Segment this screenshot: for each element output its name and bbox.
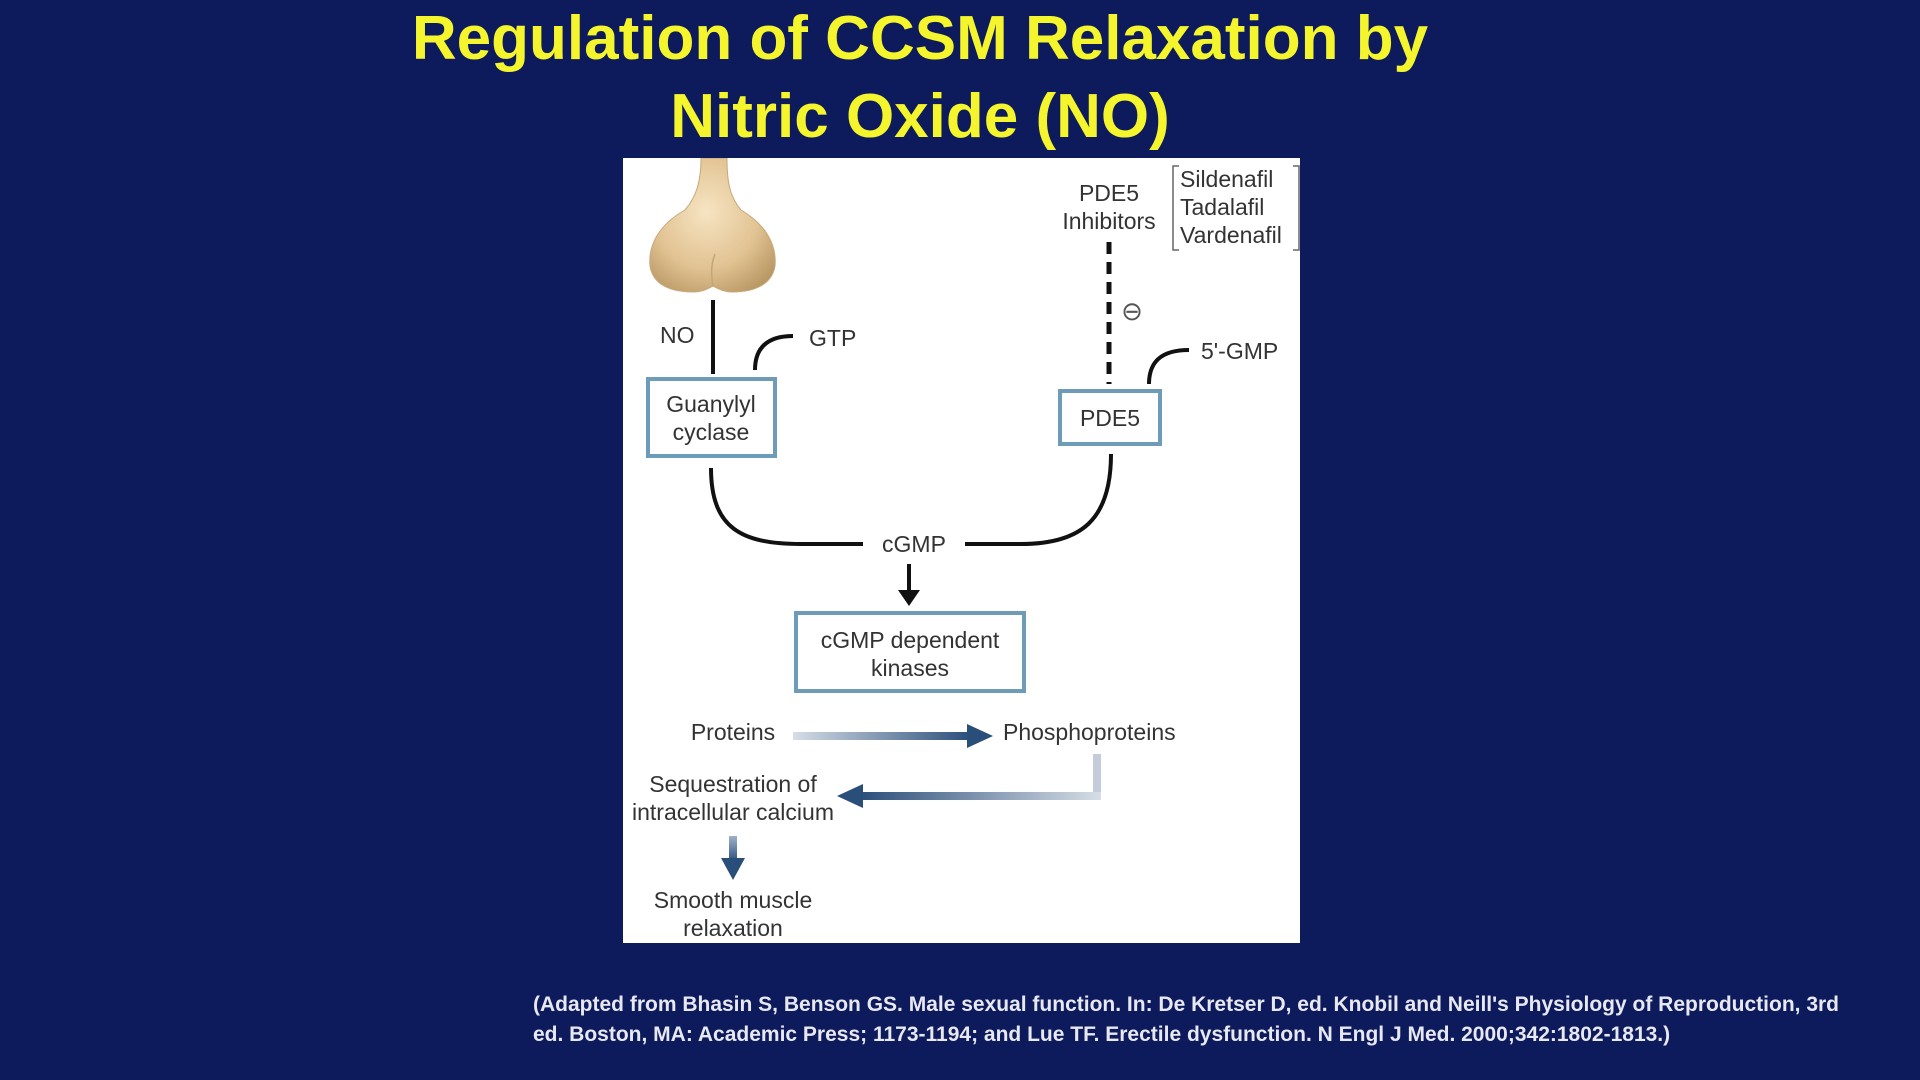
kinases-box xyxy=(794,611,1026,693)
sequestration-line1: Sequestration of xyxy=(649,771,817,797)
relaxation-arrow-shaft xyxy=(729,836,737,862)
gtp-label: GTP xyxy=(809,325,856,351)
cyclase-to-cgmp-line xyxy=(709,467,863,546)
drug-bracket-right xyxy=(1293,165,1300,251)
relaxation-line1: Smooth muscle xyxy=(654,887,813,913)
pde5-to-cgmp-line xyxy=(965,453,1113,546)
proteins-label: Proteins xyxy=(691,719,775,745)
relaxation-arrow-head xyxy=(721,858,745,880)
cgmp-label: cGMP xyxy=(882,531,946,557)
phospho-elbow-vertical xyxy=(1093,754,1101,800)
drug-sildenafil: Sildenafil xyxy=(1180,166,1273,192)
cgmp-down-arrow-head xyxy=(898,590,920,606)
pathway-figure: NO GTP Guanylyl cyclase PDE5 Inhibitors … xyxy=(623,158,1300,943)
title-line-1: Regulation of CCSM Relaxation by xyxy=(411,4,1429,73)
nerve-terminal-icon xyxy=(649,158,776,293)
proteins-arrow-head xyxy=(967,724,993,748)
sequestration-line2: intracellular calcium xyxy=(632,799,834,825)
pathway-diagram: NO GTP Guanylyl cyclase PDE5 Inhibitors … xyxy=(632,158,1300,941)
gmp-label: 5'-GMP xyxy=(1201,338,1278,364)
kinases-line2: kinases xyxy=(871,655,949,681)
pde5-inhibitors-line1: PDE5 xyxy=(1079,180,1139,206)
guanylyl-cyclase-line1: Guanylyl xyxy=(666,391,755,417)
guanylyl-cyclase-box xyxy=(646,377,777,458)
proteins-arrow-shaft xyxy=(793,732,971,740)
relaxation-line2: relaxation xyxy=(683,915,783,941)
gmp-curve xyxy=(1147,348,1190,385)
guanylyl-cyclase-line2: cyclase xyxy=(673,419,750,445)
pde5-inhibitors-line2: Inhibitors xyxy=(1062,208,1155,234)
sequestration-arrow-head xyxy=(837,784,863,808)
inhibit-symbol: ⊖ xyxy=(1121,296,1143,326)
slide-title: Regulation of CCSM Relaxation by Nitric … xyxy=(0,0,1840,156)
phosphoproteins-label: Phosphoproteins xyxy=(1003,719,1176,745)
pde5-box xyxy=(1058,389,1162,446)
drug-vardenafil: Vardenafil xyxy=(1180,222,1282,248)
phospho-elbow-horizontal xyxy=(859,792,1101,800)
drug-bracket-left xyxy=(1172,165,1179,251)
title-line-2: Nitric Oxide (NO) xyxy=(670,82,1170,151)
pde5-label: PDE5 xyxy=(1080,405,1140,431)
drug-tadalafil: Tadalafil xyxy=(1180,194,1264,220)
gtp-curve xyxy=(753,334,794,371)
citation-text: (Adapted from Bhasin S, Benson GS. Male … xyxy=(533,993,1839,1046)
kinases-line1: cGMP dependent xyxy=(821,627,1000,653)
no-label: NO xyxy=(660,322,695,348)
